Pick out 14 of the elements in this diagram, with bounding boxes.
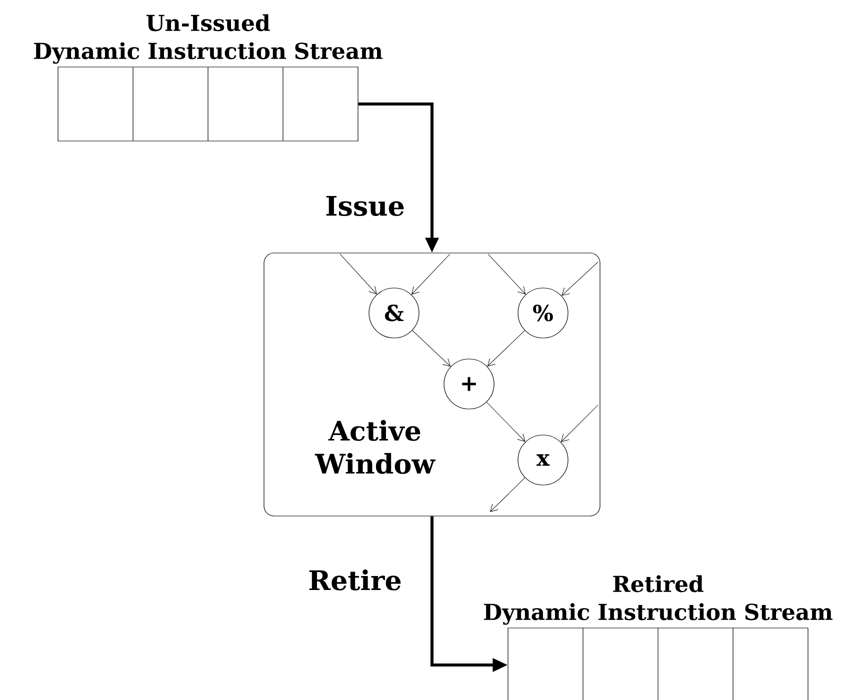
edge-label: Retire: [306, 568, 404, 592]
arrow: [340, 254, 377, 294]
arrow: [562, 262, 598, 296]
arrow: [488, 254, 526, 294]
window-label: Active Window: [314, 420, 436, 474]
edge-label: Issue: [323, 194, 407, 218]
queue-heading: Un-Issued Dynamic Instruction Stream: [34, 14, 382, 64]
arrow: [487, 330, 525, 366]
arrow: [412, 330, 451, 366]
arrow: [490, 477, 526, 512]
arrow: [561, 404, 598, 442]
arrow: [486, 402, 526, 442]
queue-heading: Retired Dynamic Instruction Stream: [484, 575, 832, 625]
arrow: [412, 254, 450, 295]
